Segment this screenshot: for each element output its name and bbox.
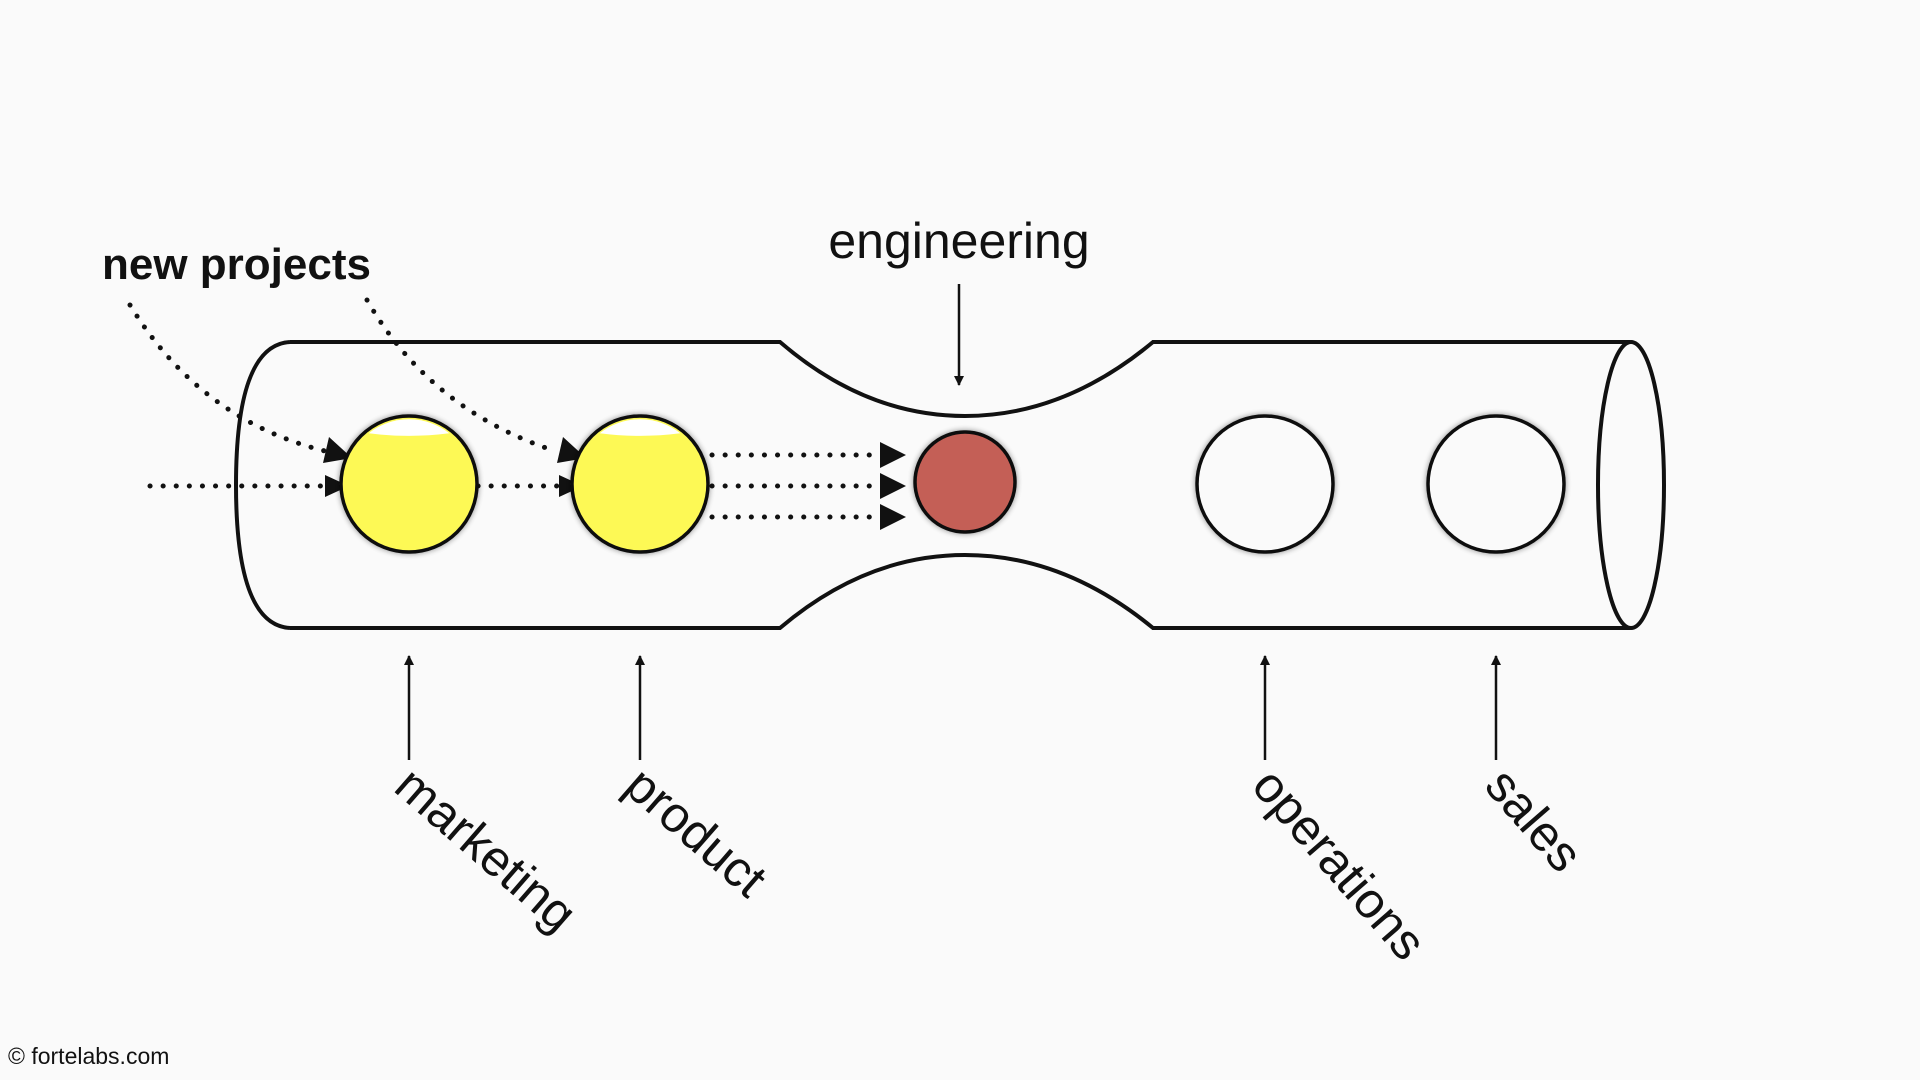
sales-label: sales <box>1475 757 1594 882</box>
copyright-footer: © fortelabs.com <box>8 1043 170 1069</box>
stage-circles <box>339 414 1566 554</box>
engineering-label: engineering <box>828 213 1089 269</box>
sales-circle <box>1426 414 1566 554</box>
stage-circle-engineering <box>913 430 1017 534</box>
product-label: product <box>615 756 778 908</box>
marketing-circle-highlight <box>368 419 450 436</box>
marketing-label: marketing <box>385 756 587 942</box>
operations-label: operations <box>1242 757 1437 970</box>
operations-circle <box>1195 414 1335 554</box>
pipe-outline <box>233 340 1630 630</box>
arrowhead-icon <box>323 437 352 463</box>
arrowhead-icon <box>880 504 906 530</box>
engineering-circle <box>913 430 1017 534</box>
pipe-opening <box>1596 340 1666 630</box>
stage-circle-product <box>570 414 710 554</box>
arrowhead-icon <box>880 442 906 468</box>
arrowhead-icon <box>880 473 906 499</box>
product-circle <box>570 414 710 554</box>
arrowhead-icon <box>325 475 349 497</box>
pipe <box>233 340 1666 630</box>
flow-lines <box>127 297 873 520</box>
new-project-flow-marketing <box>127 302 328 454</box>
new-projects-label: new projects <box>102 240 371 289</box>
marketing-circle <box>339 414 479 554</box>
product-circle-highlight <box>599 419 681 436</box>
pointer-arrows <box>404 284 1501 760</box>
stage-circle-sales <box>1426 414 1566 554</box>
stage-circle-operations <box>1195 414 1335 554</box>
stage-circle-marketing <box>339 414 479 554</box>
